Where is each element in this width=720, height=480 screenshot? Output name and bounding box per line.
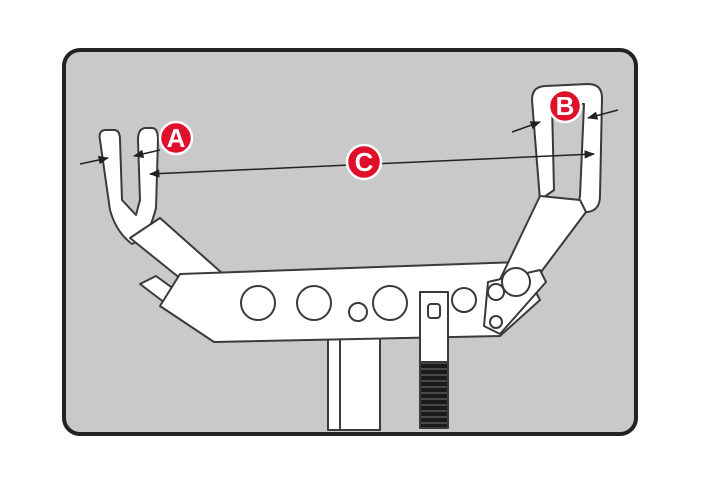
- knurled-shaft: [419, 361, 449, 429]
- bolt-1: [240, 285, 276, 321]
- callout-A: A: [158, 120, 194, 156]
- support-post: [327, 329, 381, 431]
- callout-B: B: [547, 88, 583, 124]
- bolt-4: [451, 287, 477, 313]
- callout-marker: [345, 143, 383, 181]
- bolt-5: [348, 302, 368, 322]
- main-bar: [159, 261, 541, 343]
- dimension-arrow: [586, 109, 619, 120]
- callout-marker: [158, 120, 194, 156]
- dimension-arrow: [79, 155, 110, 165]
- callout-label-a: A: [167, 123, 186, 153]
- dimension-arrow: [511, 121, 541, 133]
- adjuster-body: [419, 291, 449, 363]
- bolt-2: [296, 285, 332, 321]
- bolt-6: [501, 267, 531, 297]
- bolt-3: [372, 285, 408, 321]
- callout-marker: [547, 88, 583, 124]
- bracket-part: [98, 83, 603, 431]
- callout-label-c: C: [355, 147, 374, 177]
- bolt-7: [487, 283, 505, 301]
- callout-C: C: [345, 143, 383, 181]
- callout-label-b: B: [556, 91, 575, 121]
- bolt-8: [489, 315, 503, 329]
